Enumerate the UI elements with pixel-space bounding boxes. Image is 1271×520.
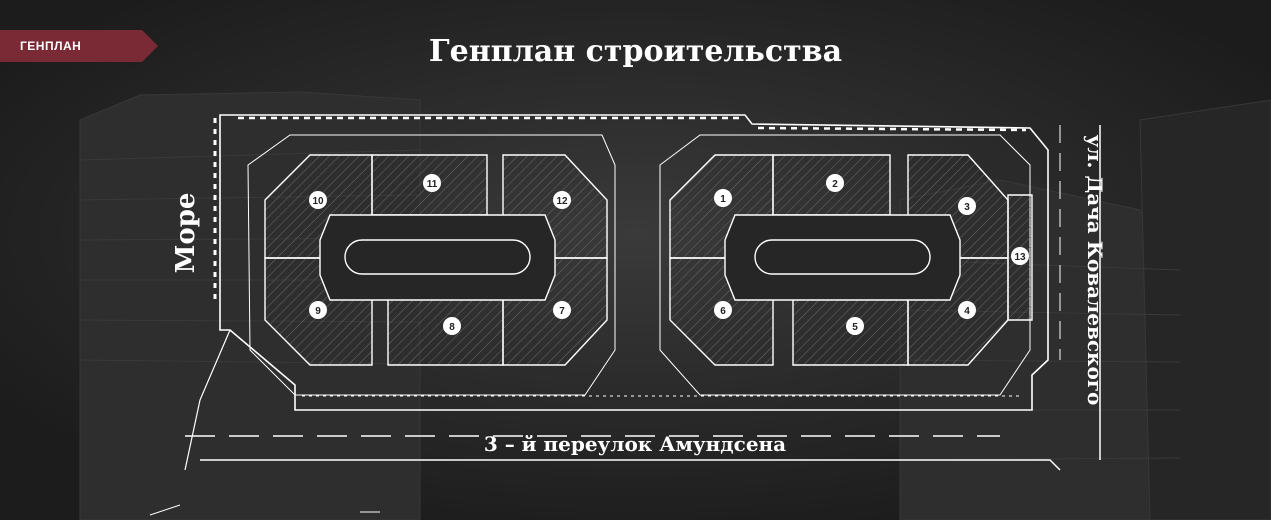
marker-3: 3 <box>958 197 976 215</box>
marker-8: 8 <box>443 317 461 335</box>
marker-1: 1 <box>714 189 732 207</box>
svg-text:10: 10 <box>312 196 324 207</box>
svg-text:2: 2 <box>832 179 838 190</box>
left-complex <box>247 134 616 396</box>
marker-6: 6 <box>714 301 732 319</box>
svg-text:9: 9 <box>315 306 321 317</box>
marker-11: 11 <box>423 174 441 192</box>
marker-5: 5 <box>846 317 864 335</box>
svg-text:11: 11 <box>427 179 438 190</box>
marker-10: 10 <box>309 191 327 209</box>
marker-12: 12 <box>553 191 571 209</box>
svg-text:13: 13 <box>1014 252 1026 263</box>
street-label-horizontal: 3 – й переулок Амундсена <box>483 432 787 456</box>
sea-label: Море <box>171 192 201 274</box>
svg-text:8: 8 <box>449 322 455 333</box>
right-complex <box>659 134 1033 396</box>
svg-text:5: 5 <box>852 322 858 333</box>
svg-text:6: 6 <box>720 306 726 317</box>
marker-9: 9 <box>309 301 327 319</box>
marker-13: 13 <box>1011 247 1029 265</box>
svg-text:7: 7 <box>559 306 565 317</box>
marker-4: 4 <box>958 301 976 319</box>
svg-text:12: 12 <box>556 196 568 207</box>
page-title: Генплан строительства <box>428 34 843 69</box>
marker-7: 7 <box>553 301 571 319</box>
svg-text:3: 3 <box>964 202 970 213</box>
svg-text:1: 1 <box>720 194 726 205</box>
svg-text:4: 4 <box>964 306 970 317</box>
marker-2: 2 <box>826 174 844 192</box>
section-badge[interactable]: ГЕНПЛАН <box>0 30 158 62</box>
building-markers: 10 11 12 9 8 7 1 2 3 6 5 4 13 <box>309 174 1029 335</box>
street-label-vertical: ул. Дача Ковалевского <box>1083 134 1107 406</box>
